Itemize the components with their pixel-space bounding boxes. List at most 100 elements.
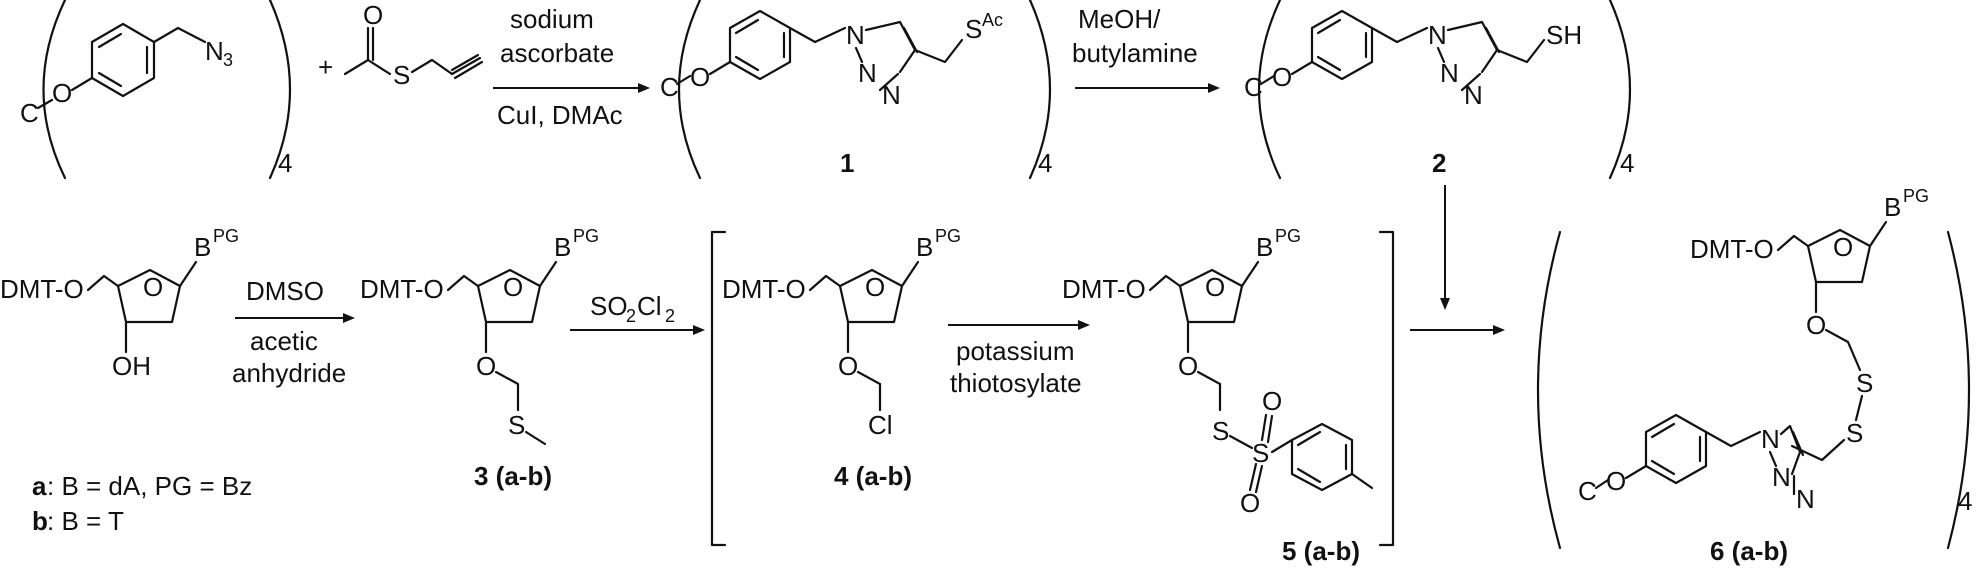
reagent-so2cl2-so: SO [590,291,628,321]
dmt-o-label: DMT-O [722,274,806,304]
thio-s: S [393,60,410,90]
disulfide-s2: S [1846,418,1863,448]
arrow-step-5: potassium thiotosylate [948,320,1090,398]
ether-o: O [838,351,858,381]
compound-label-4: 4 (a-b) [834,461,912,491]
multiplier-4: 4 [1038,148,1052,178]
legend-b-key: b [32,506,48,536]
reagent-dmso: DMSO [246,276,324,306]
arrow-down-to-6 [1440,185,1450,310]
triazole-n3: N [1796,484,1815,514]
dmt-o-label: DMT-O [1062,274,1146,304]
hydroxyl-oh: OH [112,351,151,381]
atom-c: C [1244,72,1263,102]
starting-nucleoside: DMT-O O B PG OH [0,226,239,381]
compound-label-5: 5 (a-b) [1282,536,1360,566]
triazole-n1: N [846,20,865,50]
sulfonyl-o2: O [1240,488,1260,518]
atom-c: C [20,98,39,128]
arrow-step-6 [1410,325,1505,335]
triazole-n2: N [1440,58,1459,88]
tetra-azide-starting-material: C O N 3 4 [20,0,292,180]
compound-label-6: 6 (a-b) [1710,536,1788,566]
reagent-acetic: acetic [250,326,318,356]
azide-n: N [205,36,224,66]
bracket-left [710,230,727,547]
compound-label-2: 2 [1432,148,1446,178]
atom-c: C [1578,476,1597,506]
bracket-right [1378,230,1395,547]
legend-b-text: : B = T [47,506,124,536]
azide-subscript: 3 [223,50,233,70]
carbonyl-o: O [363,0,383,30]
multiplier-4: 4 [278,148,292,178]
protecting-group-pg: PG [573,226,599,246]
thioacetate-s: S [965,14,982,44]
base-b: B [554,232,571,262]
ring-o: O [503,272,523,302]
triazole-n1: N [1761,424,1780,454]
reagent-so2cl2-cl: Cl [637,291,662,321]
compound-3-structure: DMT-O O B PG O S 3 (a-b) [360,226,599,491]
atom-c: C [660,72,679,102]
reagent-ascorbate: ascorbate [500,38,614,68]
ring-o: O [1833,232,1853,262]
arrow-step-3: DMSO acetic anhydride [232,276,355,388]
dmt-o-label: DMT-O [360,274,444,304]
atom-o: O [52,78,72,108]
ring-o: O [143,272,163,302]
reagent-so2cl2-sub2b: 2 [665,306,675,326]
multiplier-4: 4 [1958,486,1972,516]
legend-a-text: : B = dA, PG = Bz [47,471,252,501]
ether-o: O [1178,351,1198,381]
reagent-thiotosylate: thiotosylate [950,368,1082,398]
atom-o: O [1272,62,1292,92]
atom-o: O [1606,466,1626,496]
dmt-o-label: DMT-O [1690,234,1774,264]
chloro-cl: Cl [868,410,893,440]
compound-1-structure: C O N N N S Ac 1 4 [660,0,1052,180]
reagent-sodium: sodium [510,4,594,34]
dmt-o-label: DMT-O [0,274,84,304]
arrow-step-4: SO 2 Cl 2 [570,291,705,335]
reagent-cui-dmac: CuI, DMAc [497,100,623,130]
atom-o: O [690,62,710,92]
triazole-n3: N [882,80,901,110]
reagent-butylamine: butylamine [1072,38,1198,68]
legend-a-key: a [32,471,47,501]
thiosulfonate-s2: S [1252,438,1269,468]
ether-o: O [1806,310,1826,340]
thioether-s: S [508,410,525,440]
compound-5-structure: DMT-O O B PG O S S O O 5 (a-b) [1062,226,1374,566]
thiol-sh: SH [1546,20,1582,50]
propargyl-thioacetate: O S [343,0,484,90]
protecting-group-pg: PG [213,226,239,246]
sulfonyl-o1: O [1262,386,1282,416]
reagent-potassium: potassium [956,336,1075,366]
arrow-step-1: sodium ascorbate CuI, DMAc [493,4,650,130]
base-b: B [1884,192,1901,222]
base-b: B [916,232,933,262]
multiplier-4: 4 [1620,148,1634,178]
ether-o: O [476,351,496,381]
compound-2-structure: C O N N N SH 2 4 [1244,0,1634,180]
ring-o: O [865,272,885,302]
base-b: B [1256,232,1273,262]
compound-label-1: 1 [840,148,854,178]
reagent-so2cl2-sub2: 2 [626,306,636,326]
acetyl-superscript: Ac [982,10,1003,30]
base-b: B [194,232,211,262]
ring-o: O [1205,272,1225,302]
compound-label-3: 3 (a-b) [474,461,552,491]
compound-4-structure: DMT-O O B PG O Cl 4 (a-b) [722,226,961,491]
thiosulfonate-s1: S [1212,416,1229,446]
protecting-group-pg: PG [935,226,961,246]
disulfide-s1: S [1856,368,1873,398]
triazole-n2: N [1772,462,1791,492]
protecting-group-pg: PG [1275,226,1301,246]
triazole-n2: N [858,58,877,88]
protecting-group-pg: PG [1903,186,1929,206]
substituent-legend: a : B = dA, PG = Bz b : B = T [32,471,252,536]
plus-sign: + [318,52,333,82]
